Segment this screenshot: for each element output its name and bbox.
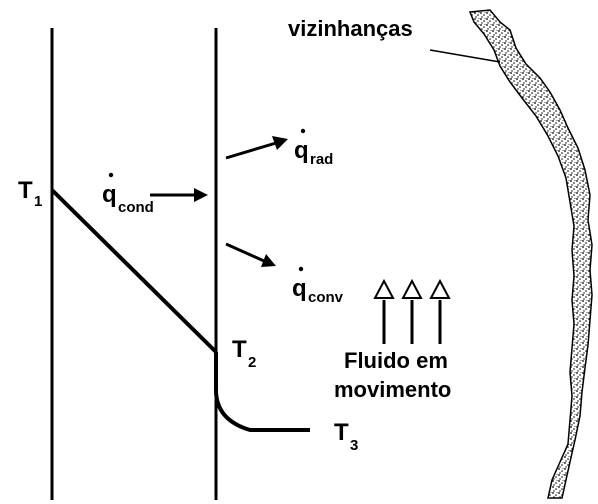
q-rad-subscript: rad	[310, 151, 333, 168]
fluid-flow-arrows	[373, 278, 451, 344]
q-conv-arrow	[225, 242, 265, 263]
q-conv-subscript: conv	[308, 289, 344, 306]
surroundings-wall	[468, 9, 593, 499]
fluid-label-line1: Fluido em	[344, 348, 448, 373]
t2-symbol: T	[232, 336, 247, 363]
q-cond-symbol: q	[102, 181, 117, 208]
flow-arrow-up-icon	[401, 278, 423, 344]
q-cond-arrowhead	[194, 188, 208, 202]
flow-arrow-up-icon	[373, 278, 395, 344]
temperature-profile-line	[50, 188, 218, 354]
t1-subscript: 1	[34, 193, 42, 210]
q-conv-dot	[298, 266, 304, 272]
fluid-label-line2: movimento	[334, 377, 451, 402]
q-rad-symbol: q	[294, 137, 309, 164]
t1-symbol: T	[18, 177, 33, 204]
q-rad-dot	[300, 128, 306, 134]
surroundings-leader-line	[429, 49, 501, 63]
q-cond-dot	[108, 172, 114, 178]
q-conv-symbol: q	[292, 275, 307, 302]
t3-symbol: T	[334, 419, 349, 446]
q-conv-arrowhead	[261, 254, 276, 267]
boundary-layer-profile	[214, 352, 310, 432]
surroundings-label: vizinhanças	[288, 16, 413, 41]
q-rad-arrowhead	[272, 136, 288, 150]
t2-subscript: 2	[248, 354, 256, 371]
flow-arrow-up-icon	[429, 278, 451, 344]
q-rad-arrow	[225, 141, 277, 160]
q-cond-subscript: cond	[118, 199, 154, 216]
t3-subscript: 3	[350, 437, 358, 454]
